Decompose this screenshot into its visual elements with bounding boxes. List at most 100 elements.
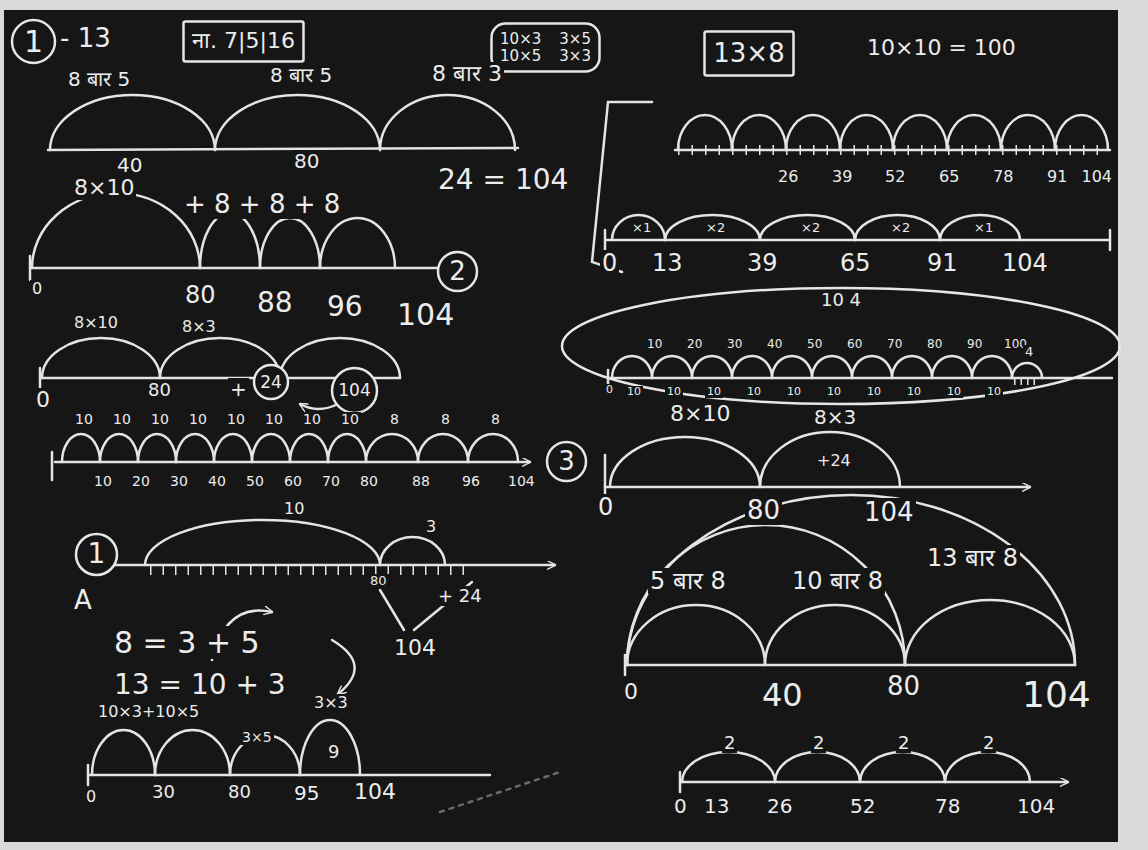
chalk-stroke <box>972 356 1012 378</box>
chalk-stroke <box>300 404 338 409</box>
chalk-label: 104 <box>1020 675 1093 715</box>
chalk-stroke <box>840 115 893 150</box>
chalk-label: 80 <box>183 282 218 308</box>
chalk-label: 9 <box>326 742 341 762</box>
node-outline-shape <box>705 32 794 76</box>
chalk-label: 10 <box>625 386 643 398</box>
chalk-label: 80 <box>745 496 782 525</box>
chalk-label: 80 <box>146 380 173 400</box>
chalk-label: 40 <box>115 154 144 176</box>
chalk-stroke <box>51 452 54 480</box>
node-outline-shape <box>562 288 1120 404</box>
chalk-stroke <box>627 605 765 665</box>
chalk-stroke <box>627 525 905 665</box>
chalk-label: 70 <box>885 338 904 351</box>
chalk-label: 2 <box>722 733 737 753</box>
chalk-stroke <box>380 95 515 150</box>
chalk-label: + <box>228 378 249 400</box>
chalk-stroke <box>332 640 355 694</box>
chalk-stroke <box>605 486 1030 489</box>
chalk-stroke <box>200 213 260 268</box>
chalk-label: 10 <box>301 412 323 427</box>
chalk-label: - 13 <box>58 24 113 53</box>
chalk-label: 8 बार 5 <box>268 64 334 86</box>
chalk-stroke <box>608 370 1112 386</box>
chalk-label: 8 <box>439 412 452 427</box>
chalk-label: 10 <box>73 412 95 427</box>
chalk-label: 26 <box>765 795 794 817</box>
chalk-label: 78 <box>991 168 1015 186</box>
chalk-stroke <box>932 356 972 378</box>
node-text: 1 <box>24 25 43 58</box>
chalk-stroke <box>860 752 945 782</box>
chalk-stroke <box>680 772 1068 792</box>
node-text: 104 <box>338 381 370 400</box>
chalk-label: 8 <box>388 412 401 427</box>
chalk-stroke <box>42 338 160 378</box>
chalk-label: ×2 <box>889 221 912 235</box>
chalk-label: 24 = 104 <box>436 165 570 196</box>
chalk-stroke <box>678 115 732 150</box>
chalk-label: 10 <box>905 386 923 398</box>
chalk-stroke <box>252 434 290 462</box>
boxed-note: 13×8 <box>703 30 795 77</box>
chalk-stroke <box>138 434 176 462</box>
chalk-stroke <box>88 765 490 785</box>
chalk-label: 80 <box>885 672 922 701</box>
chalk-label: 10 <box>785 386 803 398</box>
chalk-stroke <box>775 752 860 782</box>
chalk-stroke <box>732 356 772 378</box>
chalk-label: 91 <box>1045 168 1069 186</box>
chalk-label: 0 <box>30 280 44 298</box>
node-outline-shape <box>254 365 288 399</box>
chalk-label: 2 <box>981 733 996 753</box>
chalk-stroke <box>55 461 530 464</box>
chalk-stroke <box>290 434 328 462</box>
chalk-label: ×1 <box>972 221 995 235</box>
chalk-stroke <box>145 520 380 565</box>
chalk-stroke <box>260 218 320 268</box>
chalk-label: 10 <box>705 386 723 398</box>
node-outline-shape <box>438 252 477 291</box>
chalk-label: 80 <box>368 574 389 588</box>
chalk-label: 30 <box>725 338 744 351</box>
boxed-note: ना. 7|5|16 <box>182 20 305 63</box>
chalk-label: 10 <box>665 386 683 398</box>
chalk-label: 104 <box>1015 795 1057 817</box>
chalk-label: 52 <box>883 168 907 186</box>
chalk-label: 91 <box>925 250 960 276</box>
chalk-label: 90 <box>965 338 984 351</box>
chalk-label: 13 = 10 + 3 <box>112 670 288 701</box>
chalk-label: 80 <box>292 150 321 172</box>
chalk-label: 5 बार 8 <box>648 568 728 594</box>
chalk-label: 39 <box>830 168 854 186</box>
chalk-label: ×2 <box>704 221 727 235</box>
node-text: 24 <box>260 373 282 392</box>
chalk-stroke <box>418 434 468 462</box>
chalk-label: 10 <box>745 386 763 398</box>
chalk-label: 80 <box>358 474 380 489</box>
chalk-label: 10×10 = 100 <box>865 36 1018 60</box>
chalk-stroke <box>366 434 418 462</box>
node-outline-shape <box>332 368 377 413</box>
chalk-label: 10 <box>645 338 664 351</box>
grouped-products: 10×3 10×53×5 3×3 <box>490 22 601 73</box>
node-text: 3×5 3×3 <box>559 31 591 64</box>
chalk-label: 26 <box>776 168 800 186</box>
chalk-label: 104 <box>1000 250 1050 276</box>
chalk-stroke <box>627 495 1075 665</box>
chalk-stroke <box>48 148 518 150</box>
chalk-label: 95 <box>292 782 321 804</box>
chalk-stroke <box>732 115 786 150</box>
chalk-stroke <box>328 434 366 462</box>
circled-number: 1 <box>10 18 57 65</box>
chalk-label: 13 <box>702 795 731 817</box>
chalk-label: 60 <box>282 474 304 489</box>
chalk-label: 96 <box>325 292 365 323</box>
chalk-label: + 8 + 8 + 8 <box>182 190 342 219</box>
chalk-label: 13 बार 8 <box>925 545 1020 571</box>
chalk-label: 104 <box>506 474 537 489</box>
chalk-stroke <box>940 215 1020 240</box>
node-text: 2 <box>449 257 466 286</box>
